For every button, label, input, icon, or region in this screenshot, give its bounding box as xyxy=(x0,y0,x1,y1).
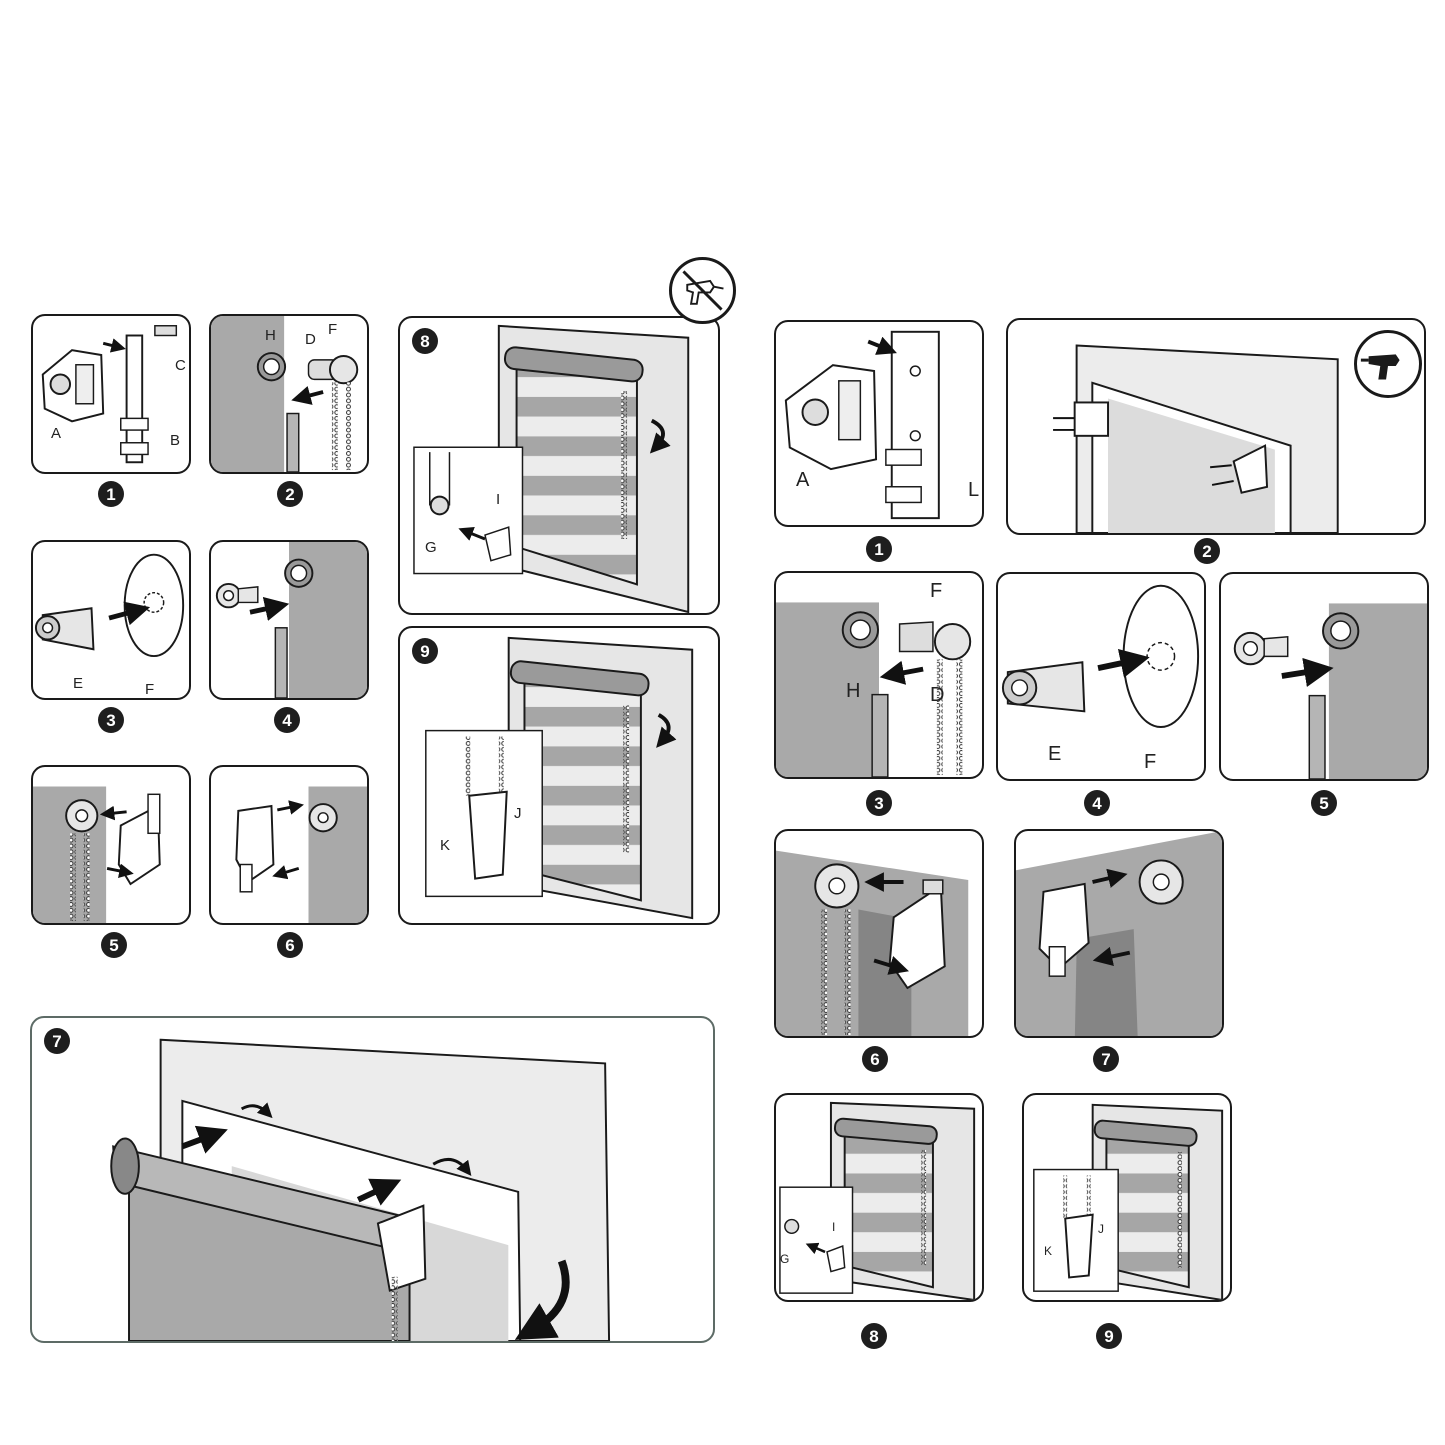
left-panel-7: 7 xyxy=(30,1016,715,1343)
label-k: K xyxy=(1044,1244,1053,1258)
right-panel-4: E F xyxy=(996,572,1206,781)
no-glue-gun-icon xyxy=(669,257,736,324)
left-panel-9: 9 K J xyxy=(398,626,720,925)
right-step-badge-3: 3 xyxy=(866,790,892,816)
right-step-badge-8: 8 xyxy=(861,1323,887,1349)
label-e: E xyxy=(1048,743,1062,765)
left-step-badge-7: 7 xyxy=(44,1028,70,1054)
label-j: J xyxy=(1098,1222,1104,1236)
label-g: G xyxy=(780,1252,790,1266)
label-k: K xyxy=(440,837,451,854)
drill-icon xyxy=(1354,330,1422,398)
left-step-badge-5: 5 xyxy=(101,932,127,958)
left-step-badge-9: 9 xyxy=(412,638,438,664)
label-a: A xyxy=(796,469,810,491)
label-h: H xyxy=(846,680,861,702)
label-c: C xyxy=(175,357,186,374)
right-step-badge-1: 1 xyxy=(866,536,892,562)
label-f: F xyxy=(328,321,338,338)
left-panel-5 xyxy=(31,765,191,925)
left-panel-8: 8 G I xyxy=(398,316,720,615)
right-panel-9: K J xyxy=(1022,1093,1232,1302)
label-g: G xyxy=(425,539,437,556)
right-step-badge-9: 9 xyxy=(1096,1323,1122,1349)
label-f: F xyxy=(145,681,155,698)
right-panel-3: F H D xyxy=(774,571,984,779)
label-h: H xyxy=(265,327,276,344)
label-l: L xyxy=(968,479,980,501)
right-panel-7 xyxy=(1014,829,1224,1038)
label-f: F xyxy=(930,580,943,602)
left-panel-1: A B C xyxy=(31,314,191,474)
label-i: I xyxy=(496,491,501,508)
right-panel-8: G I xyxy=(774,1093,984,1302)
right-panel-1: A L xyxy=(774,320,984,527)
label-j: J xyxy=(514,805,522,822)
right-step-badge-2: 2 xyxy=(1194,538,1220,564)
right-panel-6 xyxy=(774,829,984,1038)
label-d: D xyxy=(305,331,316,348)
left-step-badge-4: 4 xyxy=(274,707,300,733)
right-panel-2 xyxy=(1006,318,1426,535)
left-step-badge-2: 2 xyxy=(277,481,303,507)
right-step-badge-7: 7 xyxy=(1093,1046,1119,1072)
left-panel-6 xyxy=(209,765,369,925)
label-d: D xyxy=(930,684,945,706)
right-step-badge-4: 4 xyxy=(1084,790,1110,816)
left-step-badge-8: 8 xyxy=(412,328,438,354)
right-step-badge-6: 6 xyxy=(862,1046,888,1072)
right-panel-5 xyxy=(1219,572,1429,781)
left-step-badge-3: 3 xyxy=(98,707,124,733)
label-f: F xyxy=(1144,751,1157,773)
left-step-badge-6: 6 xyxy=(277,932,303,958)
left-panel-2: H D F xyxy=(209,314,369,474)
label-a: A xyxy=(51,425,62,442)
left-step-badge-1: 1 xyxy=(98,481,124,507)
label-i: I xyxy=(832,1220,836,1234)
left-panel-4 xyxy=(209,540,369,700)
right-step-badge-5: 5 xyxy=(1311,790,1337,816)
left-panel-3: E F xyxy=(31,540,191,700)
label-e: E xyxy=(73,675,84,692)
label-b: B xyxy=(170,432,181,449)
